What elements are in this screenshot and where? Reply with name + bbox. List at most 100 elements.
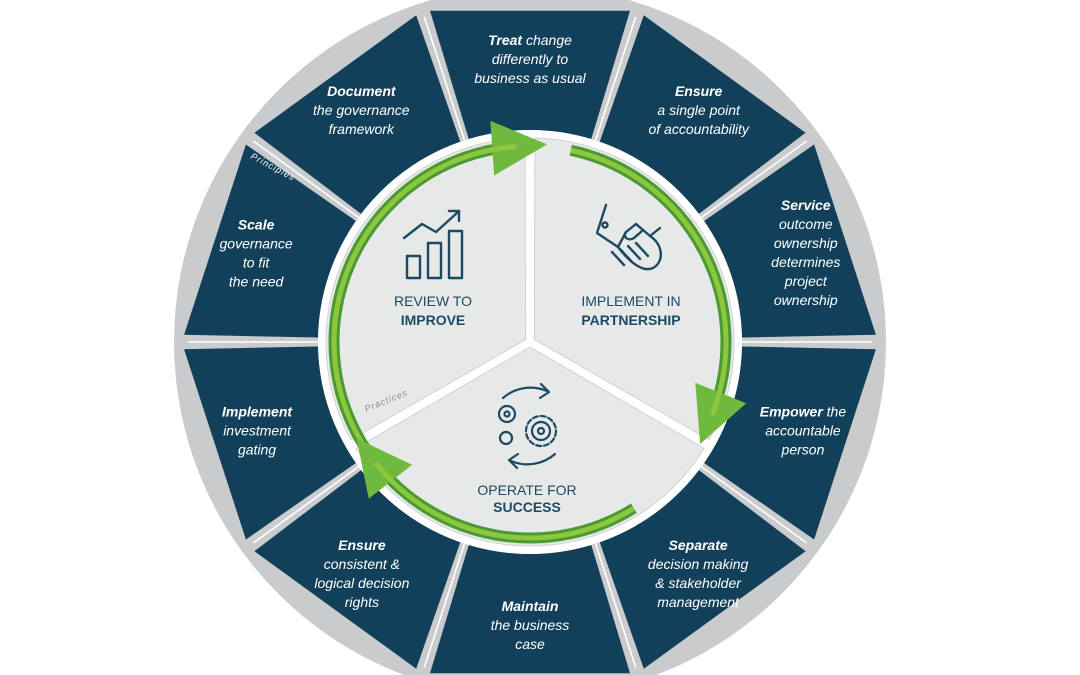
principle-rest: framework [329, 121, 395, 137]
principle-verb: Ensure [675, 83, 723, 99]
principle-rest: business as usual [474, 70, 586, 86]
principle-text-line: the need [229, 274, 285, 290]
principle-text-line: & stakeholder [655, 575, 742, 591]
principle-text-line: case [515, 636, 545, 652]
principle-text-line: Treat change [488, 32, 572, 48]
segment-divider [594, 16, 637, 141]
principle-text-line: Separate [669, 537, 728, 553]
principle-text-line: ownership [774, 235, 838, 251]
segment-divider [701, 140, 808, 219]
principle-segment [184, 144, 356, 338]
principle-text-line: person [781, 442, 825, 458]
practice-line2: SUCCESS [493, 499, 561, 515]
principle-text-line: to fit [243, 255, 271, 271]
principle-segment [429, 544, 631, 674]
principles-dividers [188, 16, 872, 668]
principle-text-line: Ensure [338, 537, 386, 553]
principle-text-line: Implement [222, 404, 293, 420]
principle-verb: Service [781, 197, 831, 213]
principle-rest: decision making [648, 556, 749, 572]
principle-segment [254, 470, 461, 669]
principle-rest: governance [220, 236, 293, 252]
principle-segment [704, 144, 876, 338]
principle-text-line: business as usual [474, 70, 586, 86]
practice-line1: OPERATE FOR [477, 482, 576, 498]
principle-text-line: framework [329, 121, 395, 137]
principle-rest: project [784, 273, 828, 289]
principle-rest: of accountability [648, 121, 749, 137]
principle-rest: & stakeholder [655, 575, 742, 591]
principle-rest: the need [229, 274, 285, 290]
principle-segment [599, 470, 806, 669]
principle-text-line: Document [327, 83, 397, 99]
principle-rest: person [781, 442, 825, 458]
principle-text-line: consistent & [324, 556, 400, 572]
cycle-arrows [328, 120, 747, 544]
principle-verb: Document [327, 83, 397, 99]
principle-rest: to fit [243, 255, 271, 271]
principle-segment [254, 15, 461, 214]
principle-segment [599, 15, 806, 214]
principle-verb: Ensure [338, 537, 386, 553]
principle-text-line: the business [491, 617, 570, 633]
principle-text-line: outcome [779, 216, 833, 232]
bar-chart-growth-icon [402, 209, 464, 280]
principle-text-line: rights [345, 594, 379, 610]
principle-rest: a single point [657, 102, 741, 118]
principle-segment [704, 346, 876, 540]
principle-text-line: Ensure [675, 83, 723, 99]
handshake-icon [595, 203, 662, 271]
segment-divider [594, 543, 637, 668]
principle-texts: Treat change differently to business as us… [220, 32, 847, 652]
principle-text-line: differently to [492, 51, 568, 67]
segment-divider [252, 465, 359, 544]
principle-rest: investment [223, 423, 292, 439]
principle-verb: Scale [238, 217, 275, 233]
principle-text-line: investment [223, 423, 292, 439]
principle-text-line: the governance [313, 102, 410, 118]
principle-verb: Maintain [502, 598, 559, 614]
cycle-arrow-highlight [331, 143, 517, 465]
principle-text-line: Maintain [502, 598, 559, 614]
cycle-arrow-highlight [373, 461, 636, 541]
principle-text-line: logical decision [314, 575, 409, 591]
principle-text-line: governance [220, 236, 293, 252]
principle-verb: Separate [669, 537, 728, 553]
practice-line1: IMPLEMENT IN [581, 293, 680, 309]
principle-rest: outcome [779, 216, 833, 232]
practice-operate-for-success: OPERATE FOR SUCCESS [477, 382, 577, 515]
segment-divider [423, 16, 466, 141]
principle-verb: Implement [222, 404, 293, 420]
principle-verb: Treat [488, 32, 523, 48]
principle-text-line: ownership [774, 292, 838, 308]
principle-segment [184, 346, 356, 540]
principle-rest: change [522, 32, 572, 48]
principle-rest: the business [491, 617, 570, 633]
principle-text-line: accountable [765, 423, 841, 439]
practice-implement-in-partnership: IMPLEMENT IN PARTNERSHIP [581, 203, 681, 328]
principle-segment [429, 10, 631, 140]
principle-rest: ownership [774, 235, 838, 251]
principle-rest: management [657, 594, 740, 610]
cycle-arrow-highlight [570, 147, 729, 417]
principle-rest: rights [345, 594, 379, 610]
principle-rest: accountable [765, 423, 841, 439]
practice-review-to-improve: REVIEW TO IMPROVE [394, 209, 472, 328]
gears-cycle-icon [497, 382, 558, 470]
segment-divider [701, 465, 808, 544]
principle-text-line: a single point [657, 102, 741, 118]
principle-rest: determines [771, 254, 840, 270]
practice-line2: PARTNERSHIP [581, 312, 680, 328]
principle-text-line: Scale [238, 217, 275, 233]
principle-text-line: of accountability [648, 121, 749, 137]
principles-ring [184, 10, 876, 674]
principle-text-line: determines [771, 254, 840, 270]
principle-text-line: Empower the [760, 404, 847, 420]
practice-line2: IMPROVE [401, 312, 466, 328]
segment-divider [252, 140, 359, 219]
principle-text-line: management [657, 594, 740, 610]
principle-rest: the [823, 404, 847, 420]
principle-text-line: project [784, 273, 828, 289]
practice-line1: REVIEW TO [394, 293, 472, 309]
principle-rest: case [515, 636, 545, 652]
